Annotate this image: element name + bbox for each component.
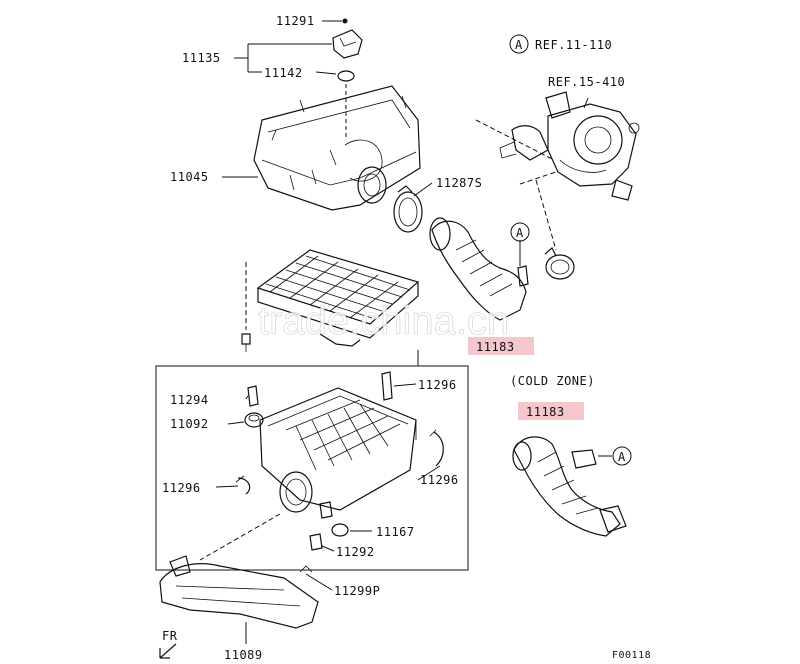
label-11292: 11292 bbox=[336, 545, 375, 559]
highlight-11183-top bbox=[468, 337, 534, 355]
callout-a-hose: A bbox=[510, 222, 530, 242]
air-intake-duct bbox=[159, 555, 319, 629]
part-11167 bbox=[331, 523, 349, 537]
mounting-bolt bbox=[241, 333, 251, 352]
air-cleaner-cover bbox=[253, 85, 421, 211]
highlight-11183-cold bbox=[518, 402, 584, 420]
intake-hose-top bbox=[429, 217, 529, 321]
label-11299p: 11299P bbox=[334, 584, 380, 598]
svg-text:A: A bbox=[515, 38, 523, 52]
label-11294: 11294 bbox=[170, 393, 209, 407]
clip-11296-left bbox=[235, 475, 251, 495]
front-arrow-icon bbox=[159, 643, 177, 659]
callout-a-ref: A bbox=[509, 34, 529, 54]
label-cold-zone: (COLD ZONE) bbox=[510, 374, 595, 388]
label-11167: 11167 bbox=[376, 525, 415, 539]
figure-code: F00118 bbox=[612, 650, 651, 661]
intake-hose-cold-zone bbox=[512, 436, 627, 537]
label-11092: 11092 bbox=[170, 417, 209, 431]
label-11291: 11291 bbox=[276, 14, 315, 28]
small-clamp bbox=[544, 247, 575, 280]
grommet-11294 bbox=[247, 385, 259, 407]
svg-text:A: A bbox=[516, 226, 524, 240]
clip-11296-right bbox=[429, 429, 444, 467]
label-ref-15-410: REF.15-410 bbox=[548, 75, 625, 89]
hose-clamp bbox=[393, 185, 423, 233]
label-ref-11-110: REF.11-110 bbox=[535, 38, 612, 52]
label-11296-topright: 11296 bbox=[418, 378, 457, 392]
label-11089: 11089 bbox=[224, 648, 263, 662]
air-filter-element bbox=[256, 249, 420, 347]
label-11296-left: 11296 bbox=[162, 481, 201, 495]
label-11183-cold: 11183 bbox=[526, 405, 565, 419]
part-11292 bbox=[309, 533, 323, 551]
label-11142: 11142 bbox=[264, 66, 303, 80]
watermark: trade.china.cn bbox=[258, 299, 509, 343]
clip-11296-top bbox=[381, 371, 393, 401]
callout-a-cold: A bbox=[612, 446, 632, 466]
label-11183-top: 11183 bbox=[476, 340, 515, 354]
label-fr: FR bbox=[162, 629, 178, 643]
label-11045: 11045 bbox=[170, 170, 209, 184]
leader-lines bbox=[215, 20, 612, 644]
label-11296-right: 11296 bbox=[420, 473, 459, 487]
airflow-sensor bbox=[332, 18, 363, 82]
air-cleaner-case bbox=[259, 387, 417, 513]
turbocharger bbox=[499, 91, 640, 201]
bushing-11092 bbox=[244, 412, 264, 428]
svg-text:A: A bbox=[618, 450, 626, 464]
label-11135: 11135 bbox=[182, 51, 221, 65]
label-11287s: 11287S bbox=[436, 176, 482, 190]
